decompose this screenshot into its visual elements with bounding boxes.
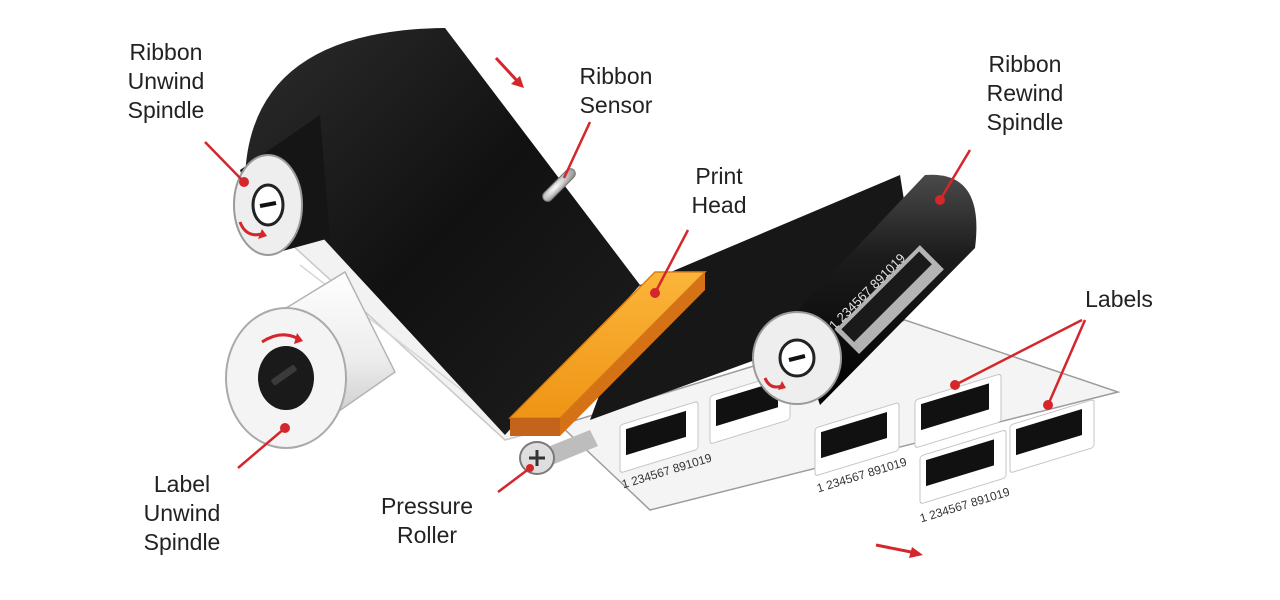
ribbon-direction-arrow-icon: [494, 56, 524, 88]
ribbon-sheet: [245, 28, 640, 435]
label-ribbon-sensor: Ribbon Sensor: [560, 62, 672, 120]
label-ribbon-rewind-spindle: Ribbon Rewind Spindle: [966, 50, 1084, 137]
label-roll-rotation-arrow: [261, 333, 298, 344]
label-line: Labels: [1085, 286, 1153, 312]
label-line: Ribbon: [579, 63, 653, 89]
callout-pressure-roller: [497, 467, 531, 493]
label-line: Spindle: [127, 97, 205, 123]
ribbon-rewind-roll: [752, 174, 977, 405]
callout-ribbon-rewind: [938, 149, 972, 201]
label-pressure-roller: Pressure Roller: [362, 492, 492, 550]
label-line: Spindle: [143, 529, 221, 555]
callout-print-head: [653, 229, 690, 294]
label-label-unwind-spindle: Label Unwind Spindle: [124, 470, 240, 557]
label-line: Print: [695, 163, 743, 189]
label-line: Unwind: [143, 500, 221, 526]
label-stock: [558, 319, 1121, 511]
label-direction-arrow-icon: [875, 543, 923, 558]
label-line: Head: [691, 192, 747, 218]
label-cell: [814, 402, 900, 476]
callout-labels-a: [954, 318, 1083, 387]
label-line: Sensor: [579, 92, 653, 118]
callout-labels-b: [1046, 319, 1087, 406]
rewind-roll-barcode: [835, 245, 944, 355]
label-line: Label: [153, 471, 211, 497]
label-cell: [919, 429, 1007, 504]
ribbon-unwind-rotation-arrow: [238, 221, 263, 237]
callout-dots: [526, 195, 1053, 472]
label-line: Spindle: [986, 109, 1064, 135]
ribbon-sensor: [542, 168, 576, 202]
label-cell: [619, 401, 699, 473]
label-cell: [1009, 399, 1095, 473]
callout-lines: [204, 121, 1087, 493]
callout-ribbon-sensor: [562, 121, 592, 179]
label-unwind-roll: [225, 270, 396, 450]
label-print-head: Print Head: [676, 162, 762, 220]
callout-ribbon-unwind: [204, 141, 245, 183]
label-line: Pressure: [380, 493, 474, 519]
callout-label-unwind: [237, 427, 286, 469]
label-line: Roller: [396, 522, 458, 548]
label-line: Unwind: [127, 68, 205, 94]
print-head: [508, 271, 707, 436]
label-ribbon-unwind-spindle: Ribbon Unwind Spindle: [108, 38, 224, 125]
label-line: Rewind: [986, 80, 1064, 106]
label-labels: Labels: [1066, 285, 1172, 314]
label-line: Ribbon: [988, 51, 1062, 77]
used-ribbon: [590, 175, 920, 420]
label-line: Ribbon: [129, 39, 203, 65]
ribbon-unwind-roll: [233, 115, 330, 256]
